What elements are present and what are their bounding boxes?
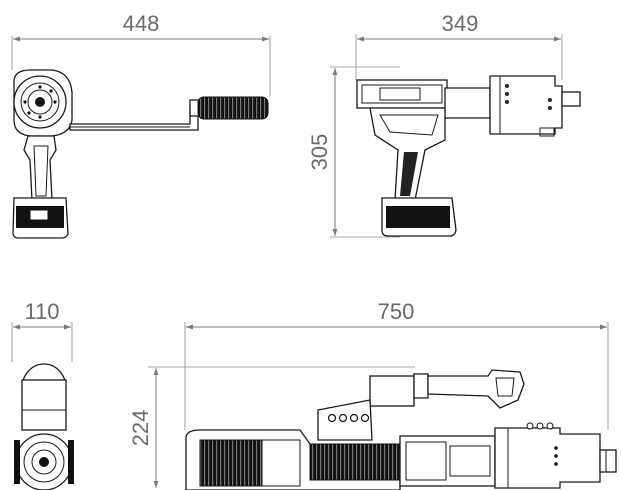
dimension-label-305: 305	[307, 134, 332, 171]
dimension-349: 349	[355, 11, 563, 80]
dimension-label-110: 110	[24, 299, 59, 324]
end-view: 110	[11, 299, 74, 490]
dimension-448: 448	[11, 11, 271, 96]
dimension-305: 305	[307, 66, 400, 238]
side-view: 349 305	[307, 11, 581, 238]
dimension-label-750: 750	[378, 299, 415, 324]
dimension-label-224: 224	[128, 410, 153, 447]
dimension-label-448: 448	[123, 11, 160, 36]
dimension-110: 110	[11, 299, 73, 362]
dimension-224: 224	[128, 366, 415, 488]
top-view: 750 224	[128, 299, 617, 490]
dimension-label-349: 349	[442, 11, 479, 36]
dimension-750: 750	[184, 299, 609, 430]
front-view: 448	[11, 11, 271, 239]
